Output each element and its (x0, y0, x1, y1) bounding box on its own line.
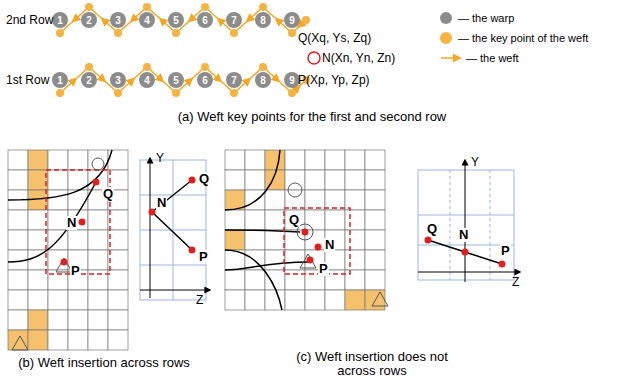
warp-number: 6 (202, 15, 208, 26)
grid-b (8, 150, 128, 350)
warp-number: 1 (57, 75, 63, 86)
legend-text: — the weft (466, 52, 519, 64)
grid-c (225, 150, 385, 310)
axis-label: Y (471, 156, 479, 169)
focus-rect (46, 170, 110, 274)
warp-number: 2 (86, 15, 92, 26)
point-label: N (458, 228, 469, 242)
n-point (315, 244, 322, 251)
warp-circle: 6 (197, 72, 213, 88)
legend-item: — the key point of the weft (440, 32, 588, 44)
warp-circle: 1 (52, 12, 68, 28)
weft-curve (225, 262, 310, 270)
warp-number: 2 (86, 75, 92, 86)
legend-swatch (440, 32, 452, 44)
warp-number: 5 (173, 15, 179, 26)
warp-number: 9 (289, 15, 295, 26)
warp-number: 4 (144, 15, 150, 26)
warp-circle: 2 (81, 72, 97, 88)
warp-triangle (12, 336, 28, 350)
warp-number: 4 (144, 75, 150, 86)
caption: (b) Weft insertion across rows (18, 356, 190, 370)
warp-number: 8 (260, 15, 266, 26)
warp-circle: 2 (81, 12, 97, 28)
p-point (61, 259, 68, 266)
row-label: 1st Row (6, 74, 49, 87)
warp-triangle (300, 254, 316, 268)
caption: (c) Weft insertion does not across rows (277, 350, 467, 379)
point-label: Q (198, 172, 210, 186)
point-label: N (66, 216, 77, 230)
point-label: P (70, 264, 81, 278)
warp-circle: 9 (284, 12, 300, 28)
legend-item: — the weft (440, 52, 519, 64)
warp-number: 5 (173, 75, 179, 86)
warp-circle: 4 (139, 12, 155, 28)
point-coord: Q(Xq, Ys, Zq) (298, 32, 371, 45)
warp-circle: 3 (110, 72, 126, 88)
warp-outline (92, 158, 104, 170)
weft-curve (225, 150, 280, 210)
caption: (a) Weft key points for the first and se… (178, 110, 447, 124)
warp-number: 3 (115, 75, 121, 86)
warp-circle: 7 (226, 72, 242, 88)
point-label: N (324, 238, 335, 252)
point-label: P (198, 250, 209, 264)
warp-circle: 5 (168, 72, 184, 88)
point-label: N (156, 196, 167, 210)
warp-triangle (372, 292, 388, 306)
warp-circle: 5 (168, 12, 184, 28)
axes-b (140, 158, 210, 300)
point-label: P (318, 262, 329, 276)
axis-label: Z (196, 294, 203, 307)
warp-number: 1 (57, 15, 63, 26)
warp-circle: 1 (52, 72, 68, 88)
warp-number: 8 (260, 75, 266, 86)
axis-label: Y (156, 152, 164, 165)
warp-circle: 6 (197, 12, 213, 28)
weft-curve (8, 150, 112, 200)
warp-circle: 9 (284, 72, 300, 88)
warp-number: 6 (202, 75, 208, 86)
axes-c (418, 160, 520, 282)
warp-circle: 3 (110, 12, 126, 28)
focus-rect (284, 208, 350, 274)
warp-circle: 7 (226, 12, 242, 28)
warp-circle: 8 (255, 12, 271, 28)
legend-text: — the key point of the weft (458, 32, 588, 44)
legend-swatch (440, 12, 452, 24)
point-coord: N(Xn, Yn, Zn) (322, 52, 395, 65)
weft-curve (225, 250, 282, 310)
point-label: Q (102, 187, 114, 201)
warp-circle: 8 (255, 72, 271, 88)
q-point (93, 179, 100, 186)
n-point-marker (308, 52, 320, 64)
axis-label: Z (512, 276, 519, 289)
weft-curve (225, 230, 300, 232)
point-coord: P(Xp, Yp, Zp) (298, 74, 370, 87)
warp-number: 3 (115, 15, 121, 26)
point-label: Q (288, 213, 300, 227)
p-point (307, 257, 314, 264)
warp-number: 9 (289, 75, 295, 86)
point-label: Q (426, 222, 438, 236)
warp-number: 7 (231, 15, 237, 26)
legend-arrow (440, 52, 464, 64)
legend-text: — the warp (458, 12, 514, 24)
warp-circle: 4 (139, 72, 155, 88)
q-point (302, 229, 309, 236)
weft-zigzag (56, 3, 310, 97)
row-label: 2nd Row (6, 14, 53, 27)
warp-number: 7 (231, 75, 237, 86)
warp-outline (288, 183, 302, 197)
weft-curve (8, 182, 96, 262)
point-label: P (500, 244, 511, 258)
legend-item: — the warp (440, 12, 514, 24)
n-point (79, 219, 86, 226)
